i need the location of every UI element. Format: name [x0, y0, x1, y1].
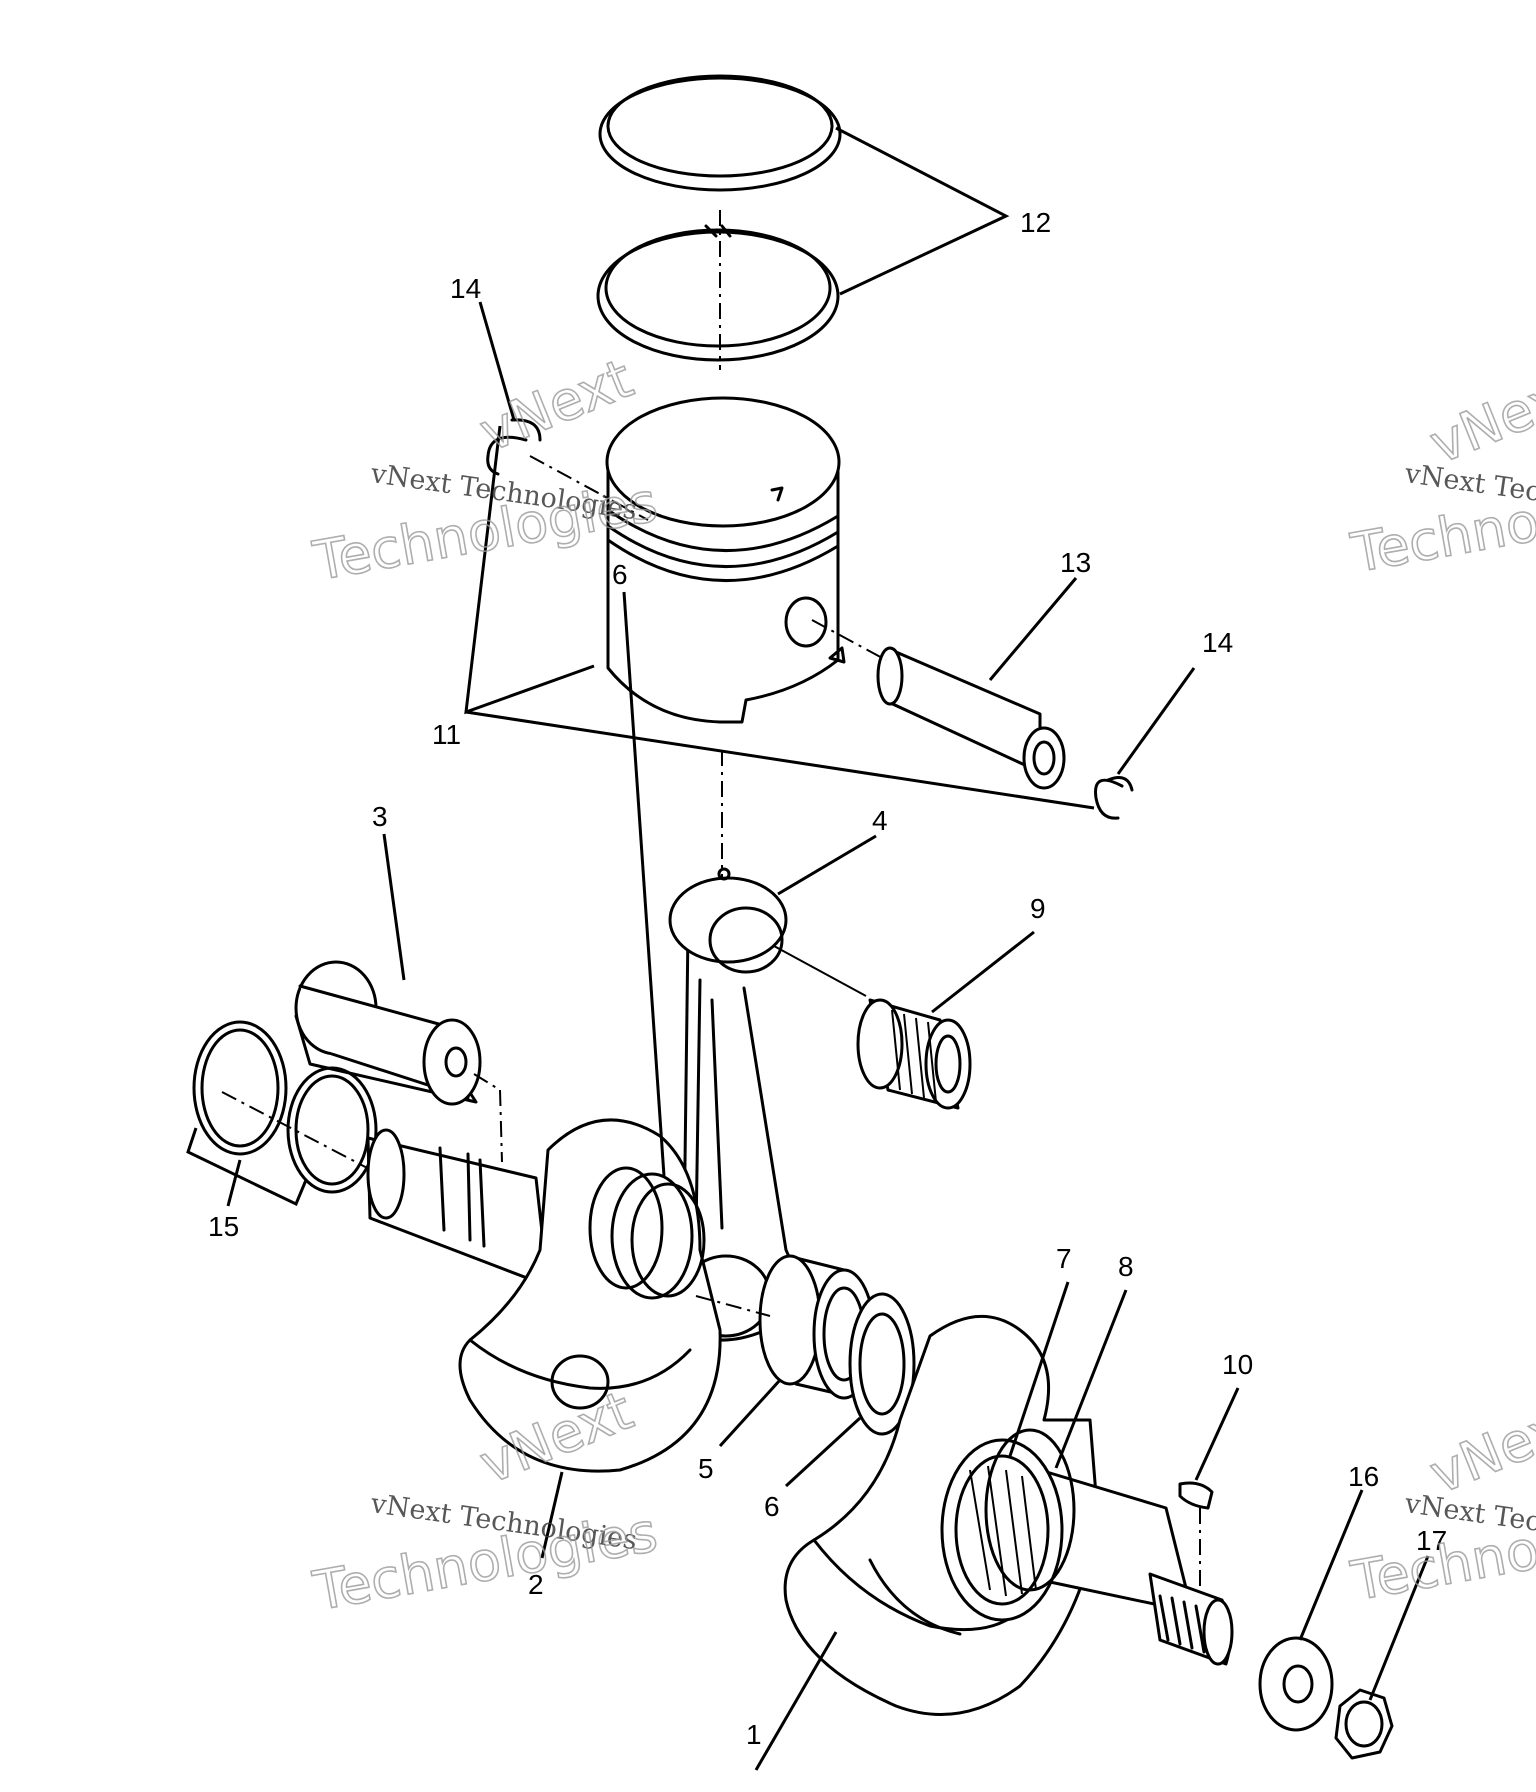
callout-labels: 12 14 13 14 11 3 4 9 6 15 7 8 10 16 17 5… — [208, 207, 1447, 1750]
circlip-right — [1094, 776, 1134, 820]
callout-10: 10 — [1222, 1349, 1253, 1380]
callout-9: 9 — [1030, 893, 1046, 924]
leader-lines — [226, 126, 1430, 1771]
callout-8: 8 — [1118, 1251, 1134, 1282]
wrist-pin — [876, 646, 1066, 790]
callout-1: 1 — [746, 1719, 762, 1750]
callout-14-left: 14 — [450, 273, 481, 304]
woodruff-key — [1178, 1481, 1214, 1510]
callout-6-upper: 6 — [612, 559, 628, 590]
small-end-needle-bearing — [856, 998, 972, 1110]
circlip-left — [486, 418, 542, 476]
callout-3: 3 — [372, 801, 388, 832]
callout-17: 17 — [1416, 1525, 1447, 1556]
crank-pin-bearing — [758, 1254, 876, 1400]
callout-12: 12 — [1020, 207, 1051, 238]
big-end-pin — [294, 960, 482, 1106]
watermark-top-right: vNext vNext Technologies Technologies — [1346, 358, 1536, 586]
washer — [1258, 1636, 1334, 1732]
piston — [605, 396, 846, 724]
snap-rings — [186, 1020, 378, 1207]
flywheel-nut — [1334, 1688, 1394, 1760]
crankshaft-left-half — [366, 1118, 722, 1473]
callout-11: 11 — [432, 719, 461, 750]
callout-4: 4 — [872, 805, 888, 836]
watermark-word-top: vNext — [1421, 1389, 1536, 1507]
piston-ring-upper — [598, 74, 842, 192]
piston-ring-lower — [596, 224, 840, 362]
callout-5: 5 — [698, 1453, 714, 1484]
watermark-word-top: vNext — [1421, 359, 1536, 477]
callout-2: 2 — [528, 1569, 544, 1600]
thrust-washer-right — [848, 1292, 916, 1436]
callout-6-lower: 6 — [764, 1491, 780, 1522]
watermark-bottom-right: vNext vNext Technologies Technologies — [1346, 1388, 1536, 1614]
callout-14-right: 14 — [1202, 627, 1233, 658]
callout-16: 16 — [1348, 1461, 1379, 1492]
callout-13: 13 — [1060, 547, 1091, 578]
crankshaft-right-half — [783, 1314, 1234, 1716]
callout-7: 7 — [1056, 1243, 1072, 1274]
callout-15: 15 — [208, 1211, 239, 1242]
